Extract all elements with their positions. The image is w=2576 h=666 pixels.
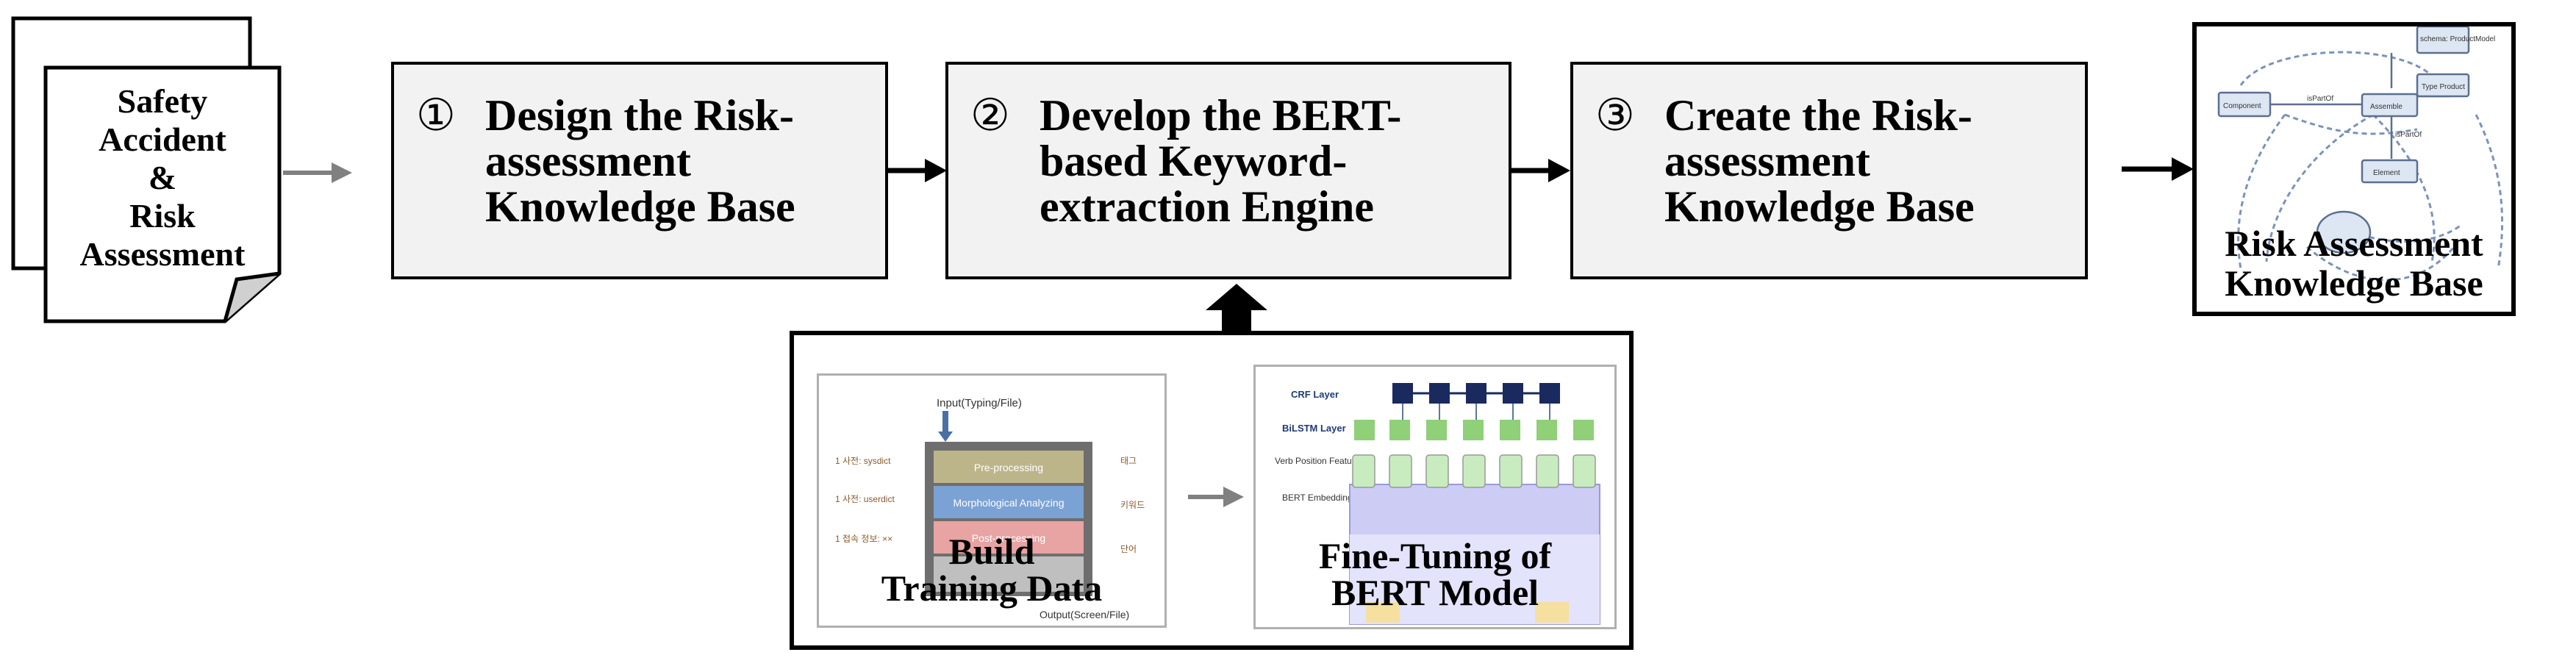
fine-tuning-panel: CRF Layer BiLSTM Layer Verb Position Fea… (1253, 365, 1617, 629)
knowledge-base-title: Risk Assessment Knowledge Base (2225, 223, 2483, 304)
step-number: ① (416, 91, 456, 140)
layer-preprocessing: Pre-processing (974, 462, 1043, 473)
arrow-step3-to-kb (2122, 157, 2194, 181)
step-label: Develop the BERT- based Keyword- extract… (1040, 91, 1402, 231)
gray-arrow-build-to-finetune (1188, 487, 1244, 507)
document-icon (11, 16, 282, 323)
left-label: 1 사전: userdict (835, 494, 895, 504)
right-label: 태그 (1120, 456, 1137, 466)
kb-edge-label: isPartOf (2395, 131, 2422, 139)
step-number: ③ (1595, 91, 1635, 140)
kb-node-element: Element (2373, 169, 2400, 177)
bilstm-layer-label: BiLSTM Layer (1282, 423, 1346, 434)
bert-embedding-label: BERT Embedding (1282, 493, 1353, 503)
build-training-data-label: Build Training Data (881, 531, 1103, 609)
step-label: Create the Risk- assessment Knowledge Ba… (1664, 91, 1975, 231)
step-number: ② (970, 91, 1010, 140)
left-label: 1 사전: sysdict (835, 456, 891, 466)
knowledge-base-box: Component Assemble Element Type Product … (2192, 22, 2516, 316)
right-label: 키워드 (1120, 500, 1145, 510)
kb-edge-label: isPartOf (2307, 95, 2333, 103)
source-document-label: Safety Accident & Risk Assessment (79, 82, 246, 273)
left-label: 1 접속 정보: ×× (835, 534, 892, 544)
kb-node-schema: schema: ProductModel (2420, 35, 2495, 43)
kb-node-assemble: Assemble (2370, 103, 2403, 111)
step-label: Design the Risk- assessment Knowledge Ba… (485, 91, 795, 231)
arrow-step2-to-step3 (1511, 159, 1570, 182)
input-label: Input(Typing/File) (937, 397, 1022, 409)
step-develop-box: ② Develop the BERT- based Keyword- extra… (945, 62, 1511, 279)
output-label: Output(Screen/File) (1040, 609, 1129, 620)
kb-node-type-product: Type Product (2422, 83, 2465, 91)
right-label: 단어 (1120, 544, 1137, 554)
arrow-step1-to-step2 (888, 159, 947, 182)
verb-position-label: Verb Position Features (1275, 456, 1364, 466)
step-create-box: ③ Create the Risk- assessment Knowledge … (1570, 62, 2088, 279)
crf-layer-label: CRF Layer (1291, 389, 1339, 400)
step-design-box: ① Design the Risk- assessment Knowledge … (391, 62, 888, 279)
training-subpanel: Input(Typing/File) Pre-processing Morpho… (790, 331, 1634, 650)
kb-node-component: Component (2223, 102, 2261, 110)
layer-postprocessing: Post-processing (972, 532, 1045, 544)
gray-arrow-to-step1 (283, 162, 352, 183)
morph-analyzer-diagram: Input(Typing/File) Pre-processing Morpho… (835, 397, 1145, 620)
fine-tuning-label: Fine-Tuning of BERT Model (1318, 535, 1552, 613)
up-arrow-to-step2 (1206, 284, 1267, 332)
build-training-data-panel: Input(Typing/File) Pre-processing Morpho… (817, 373, 1167, 628)
bert-architecture-diagram: CRF Layer BiLSTM Layer Verb Position Fea… (1275, 383, 1600, 625)
ontology-graph: Component Assemble Element Type Product … (2217, 26, 2504, 282)
layer-morphological: Morphological Analyzing (954, 497, 1065, 509)
